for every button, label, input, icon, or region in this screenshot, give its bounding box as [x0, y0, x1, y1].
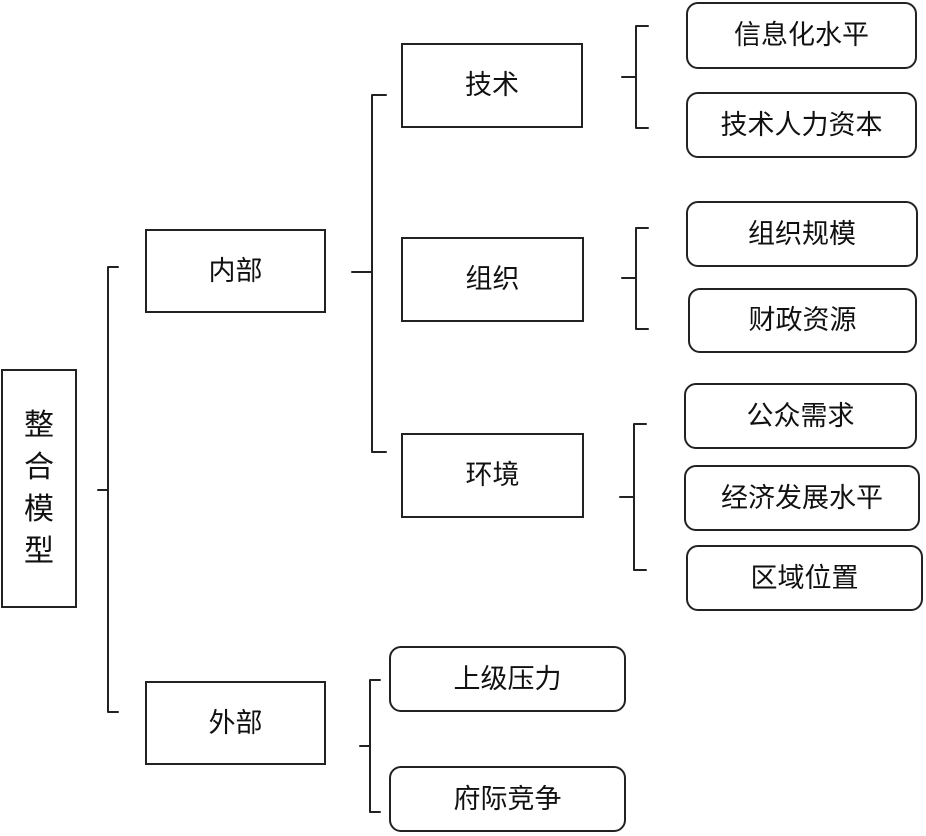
internal-node: 内部	[145, 229, 326, 313]
env-item-public-demand: 公众需求	[684, 383, 917, 449]
root-node: 整 合 模 型	[1, 369, 77, 608]
technology-bracket	[621, 25, 649, 129]
ext-item-intergov-competition: 府际竞争	[389, 766, 626, 832]
root-char-2: 合	[24, 449, 54, 485]
environment-bracket	[619, 423, 647, 571]
organization-bracket	[621, 227, 649, 330]
technology-node: 技术	[401, 43, 583, 128]
organization-node: 组织	[401, 237, 584, 322]
root-char-3: 模	[24, 491, 54, 527]
env-item-regional-location: 区域位置	[686, 545, 923, 611]
environment-node: 环境	[401, 433, 584, 518]
external-node: 外部	[145, 681, 326, 765]
env-item-economic-level: 经济发展水平	[684, 465, 920, 531]
root-char-4: 型	[24, 533, 54, 569]
external-bracket	[359, 679, 381, 813]
org-item-fiscal-resources: 财政资源	[688, 288, 917, 353]
root-bracket	[97, 266, 119, 713]
root-char-1: 整	[24, 407, 54, 443]
org-item-scale: 组织规模	[686, 201, 918, 267]
ext-item-superior-pressure: 上级压力	[389, 646, 626, 712]
tech-item-informatization: 信息化水平	[686, 2, 917, 69]
tech-item-human-capital: 技术人力资本	[686, 92, 917, 158]
internal-bracket	[351, 94, 387, 453]
